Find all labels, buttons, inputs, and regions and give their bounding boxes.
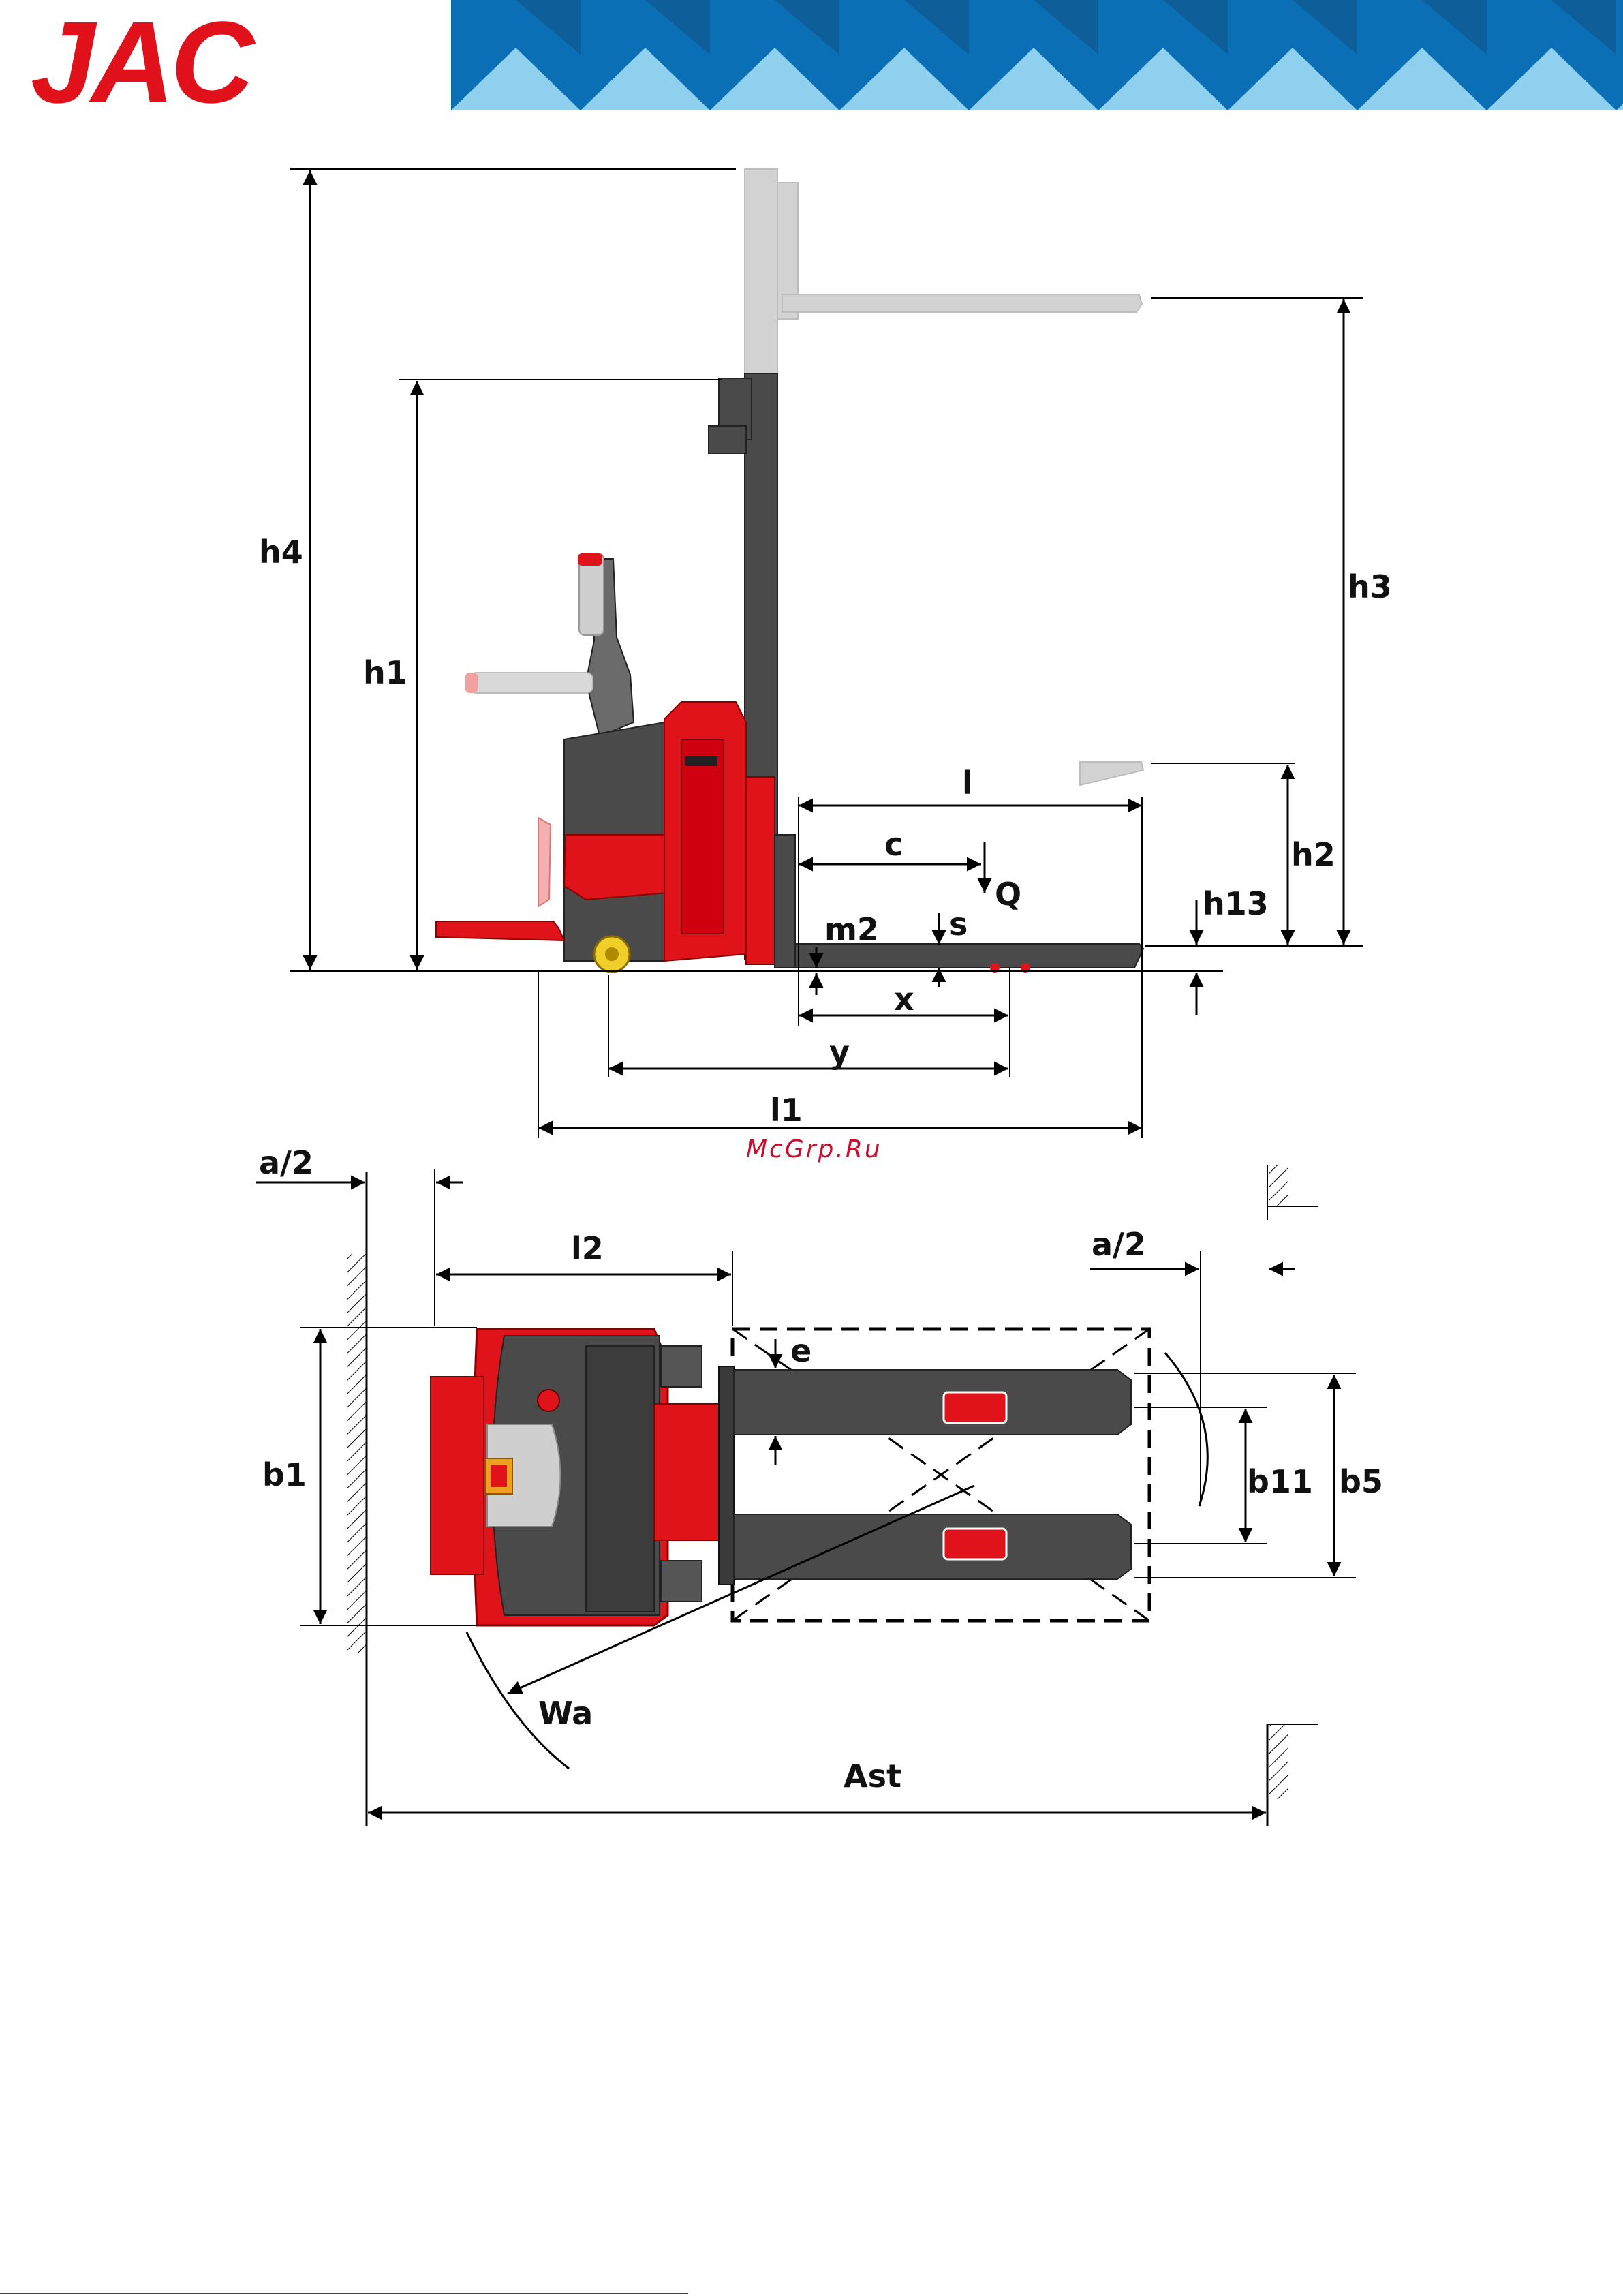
side-dimensions bbox=[290, 169, 1363, 1138]
fork-lowered-ghost bbox=[1080, 762, 1143, 785]
label-h4: h4 bbox=[259, 534, 303, 570]
label-Wa: Wa bbox=[538, 1695, 593, 1732]
label-a2-left: a/2 bbox=[259, 1144, 313, 1181]
watermark: McGrp.Ru bbox=[746, 1135, 882, 1163]
top-labels: a/2 l2 a/2 e b1 b11 b5 Wa Ast bbox=[259, 1144, 1383, 1794]
brand-logo: JAC bbox=[31, 0, 256, 127]
header: JAC bbox=[31, 0, 1623, 127]
stacker-side-view bbox=[436, 169, 1143, 973]
raised-mast-ghost bbox=[745, 169, 777, 373]
label-Q: Q bbox=[995, 876, 1021, 913]
top-dimensions bbox=[256, 1169, 1356, 1813]
label-m2: m2 bbox=[824, 911, 879, 948]
side-labels: h4 h1 h3 h2 h13 l c Q s m2 x y l1 bbox=[259, 534, 1392, 1129]
label-h3: h3 bbox=[1348, 568, 1392, 605]
fork-top-upper bbox=[734, 1370, 1131, 1435]
label-b11: b11 bbox=[1247, 1463, 1313, 1500]
label-a2-right: a/2 bbox=[1092, 1226, 1146, 1263]
fork-top-lower bbox=[734, 1514, 1131, 1579]
label-h2: h2 bbox=[1291, 836, 1335, 873]
label-l2: l2 bbox=[571, 1230, 604, 1267]
label-x: x bbox=[894, 981, 914, 1017]
operator-platform bbox=[436, 921, 564, 940]
label-c: c bbox=[884, 826, 903, 863]
label-e: e bbox=[790, 1332, 812, 1369]
label-l1: l1 bbox=[770, 1092, 803, 1129]
tiller-lowered-ghost bbox=[470, 673, 593, 693]
label-b5: b5 bbox=[1339, 1463, 1383, 1500]
label-h13: h13 bbox=[1203, 885, 1269, 922]
label-h1: h1 bbox=[363, 654, 407, 691]
label-b1: b1 bbox=[262, 1456, 307, 1493]
label-Ast: Ast bbox=[844, 1758, 901, 1794]
header-banner bbox=[451, 0, 1623, 110]
raised-fork-ghost bbox=[782, 294, 1142, 312]
label-y: y bbox=[829, 1034, 850, 1071]
stacker-top-view bbox=[347, 1165, 1318, 1826]
label-s: s bbox=[949, 906, 968, 943]
label-l: l bbox=[962, 765, 973, 801]
